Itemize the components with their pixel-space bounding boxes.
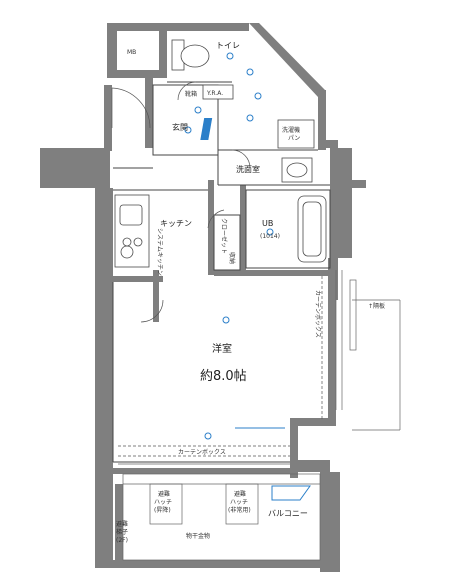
- doors: [111, 81, 251, 323]
- label-mb: MB: [127, 49, 136, 56]
- label-western-room-size: 約8.0帖: [200, 369, 247, 384]
- label-system-kitchen: システムキッチン: [156, 228, 163, 276]
- label-side-note: ↑隔板: [368, 302, 385, 310]
- label-ub: UB: [262, 219, 273, 228]
- label-toilet: トイレ: [216, 41, 240, 50]
- label-closet: クローゼット: [220, 218, 228, 254]
- labels: MB トイレ 靴箱 Y.R.A. 玄関 洗濯機パン 洗面室 UB (1014) …: [116, 41, 385, 544]
- label-hatch-right: 避難ハッチ(非常用): [228, 490, 251, 514]
- walls: [40, 23, 366, 572]
- label-washroom: 洗面室: [236, 164, 260, 174]
- label-drying-rack: 物干金物: [186, 532, 210, 540]
- label-curtain-box-right: カーテンボックス: [314, 290, 322, 338]
- label-kitchen: キッチン: [160, 219, 192, 228]
- label-shelf: 収納: [228, 252, 236, 264]
- toilet-bowl: [180, 44, 210, 68]
- label-fire-alarm: Y.R.A.: [206, 90, 223, 97]
- fixtures: [114, 39, 327, 501]
- label-western-room: 洋室: [212, 342, 232, 355]
- label-entrance: 玄関: [172, 122, 188, 132]
- label-shoe-rack: 靴箱: [185, 90, 197, 98]
- label-evac-ladder: 避難梯子(2F): [116, 520, 128, 544]
- label-ub-size: (1014): [260, 233, 280, 240]
- label-balcony: バルコニー: [268, 509, 308, 518]
- interior-lines: [112, 81, 401, 561]
- washer-pan: [277, 119, 315, 149]
- label-washer-pan: 洗濯機パン: [282, 126, 300, 142]
- label-hatch-left: 避難ハッチ(昇降): [154, 490, 172, 514]
- label-curtain-box-bottom: カーテンボックス: [178, 448, 226, 456]
